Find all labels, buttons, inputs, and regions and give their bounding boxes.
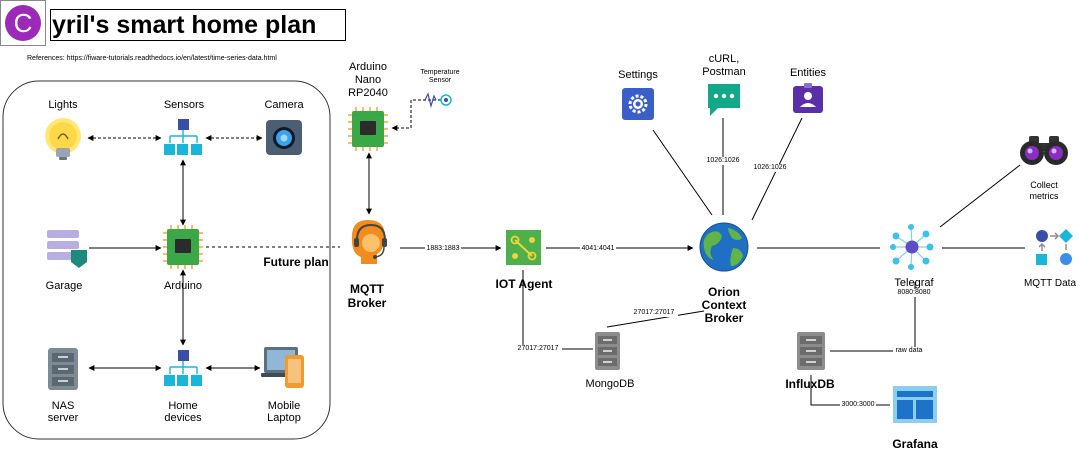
- label-entities: Entities: [789, 67, 827, 79]
- edge-settings-orion: [652, 129, 713, 216]
- label-telegraf: Telegraf: [894, 277, 934, 289]
- entities-icon: [793, 83, 823, 113]
- label-garage: Garage: [45, 280, 83, 292]
- avatar-letter: C: [5, 5, 41, 41]
- label-sensors: Sensors: [163, 99, 205, 111]
- port-telegraf: 8080:8080: [895, 289, 933, 297]
- gear-icon: [622, 88, 654, 120]
- garage-icon: [47, 230, 87, 268]
- port-entities-orion: 1026:1026: [752, 164, 788, 172]
- label-arduino: Arduino: [164, 280, 202, 292]
- label-arduino-nano-line1: Arduino: [349, 61, 387, 73]
- edge-mongo-orion: [606, 310, 705, 328]
- label-mobile-line1: Mobile: [267, 400, 301, 412]
- iot-agent-icon: [506, 230, 541, 265]
- camera-icon: [266, 120, 302, 155]
- label-influxdb: InfluxDB: [785, 377, 835, 391]
- label-future-plan: Future plan: [263, 255, 329, 269]
- label-orion-line1: Orion: [708, 285, 740, 299]
- grafana-dashboard-icon: [893, 386, 937, 423]
- label-mqtt-line2: Broker: [347, 296, 387, 310]
- page-title: yril's smart home plan: [52, 11, 317, 39]
- label-mobile-line2: Laptop: [267, 412, 301, 424]
- label-nas-line1: NAS: [51, 400, 75, 412]
- port-influx-grafana: 3000:3000: [840, 401, 876, 409]
- label-arduino-nano-line2: Nano: [354, 74, 382, 86]
- sensors-network-icon: [164, 119, 202, 155]
- port-curl-orion: 1026:1026: [705, 157, 741, 165]
- label-arduino-nano-line3: RP2040: [348, 87, 388, 99]
- label-nas-line2: server: [47, 412, 79, 424]
- label-orion-line3: Broker: [704, 311, 744, 325]
- avatar: C: [0, 0, 46, 46]
- port-raw-data: raw data: [893, 347, 925, 355]
- label-collect-line2: metrics: [1029, 191, 1059, 201]
- label-collect-line1: Collect: [1030, 180, 1058, 190]
- port-mqtt-iot: 1883:1883: [425, 245, 461, 253]
- label-grafana: Grafana: [892, 437, 938, 451]
- globe-icon: [699, 222, 749, 272]
- chat-icon: [708, 84, 740, 116]
- label-curl-line1: cURL,: [708, 53, 740, 65]
- binoculars-icon: [1020, 136, 1068, 165]
- arduino-chip-icon: [163, 225, 203, 269]
- edge-temp-nano: [391, 99, 441, 131]
- label-curl-line2: Postman: [702, 66, 746, 78]
- title-box: [50, 9, 346, 41]
- mqtt-data-icon: [1036, 229, 1073, 265]
- label-temp-sensor-line2: Sensor: [428, 77, 452, 84]
- mongodb-server-icon: [595, 332, 620, 370]
- label-settings: Settings: [618, 69, 658, 81]
- references-text: References: https://fiware-tutorials.rea…: [27, 55, 277, 62]
- port-iot-mongo: 27017:27017: [514, 345, 562, 353]
- label-camera: Camera: [264, 99, 304, 111]
- temperature-sensor-icon: [424, 92, 452, 109]
- lightbulb-icon: [45, 118, 81, 160]
- home-devices-network-icon: [164, 350, 202, 386]
- label-iot-agent: IOT Agent: [495, 277, 553, 291]
- label-mqtt-data: MQTT Data: [1023, 278, 1077, 289]
- label-home-devices-line1: Home: [168, 400, 198, 412]
- edge-telegraf-binoculars: [939, 164, 1021, 228]
- label-orion-line2: Context: [701, 298, 747, 312]
- mqtt-broker-icon: [351, 220, 387, 264]
- nas-server-icon: [48, 348, 78, 390]
- home-container: [2, 80, 331, 440]
- label-home-devices-line2: devices: [164, 412, 202, 424]
- port-mongo-orion: 27017:27017: [630, 309, 678, 317]
- port-iot-orion: 4041:4041: [580, 245, 616, 253]
- label-lights: Lights: [48, 99, 78, 111]
- arduino-nano-chip-icon: [348, 107, 388, 151]
- label-mongodb: MongoDB: [585, 378, 635, 390]
- connectors: [87, 99, 1025, 406]
- mobile-laptop-icon: [261, 347, 304, 388]
- label-temp-sensor-line1: Temperature: [420, 69, 460, 76]
- telegraf-hub-icon: [890, 224, 934, 270]
- label-mqtt-line1: MQTT: [350, 282, 384, 296]
- influxdb-server-icon: [797, 332, 825, 370]
